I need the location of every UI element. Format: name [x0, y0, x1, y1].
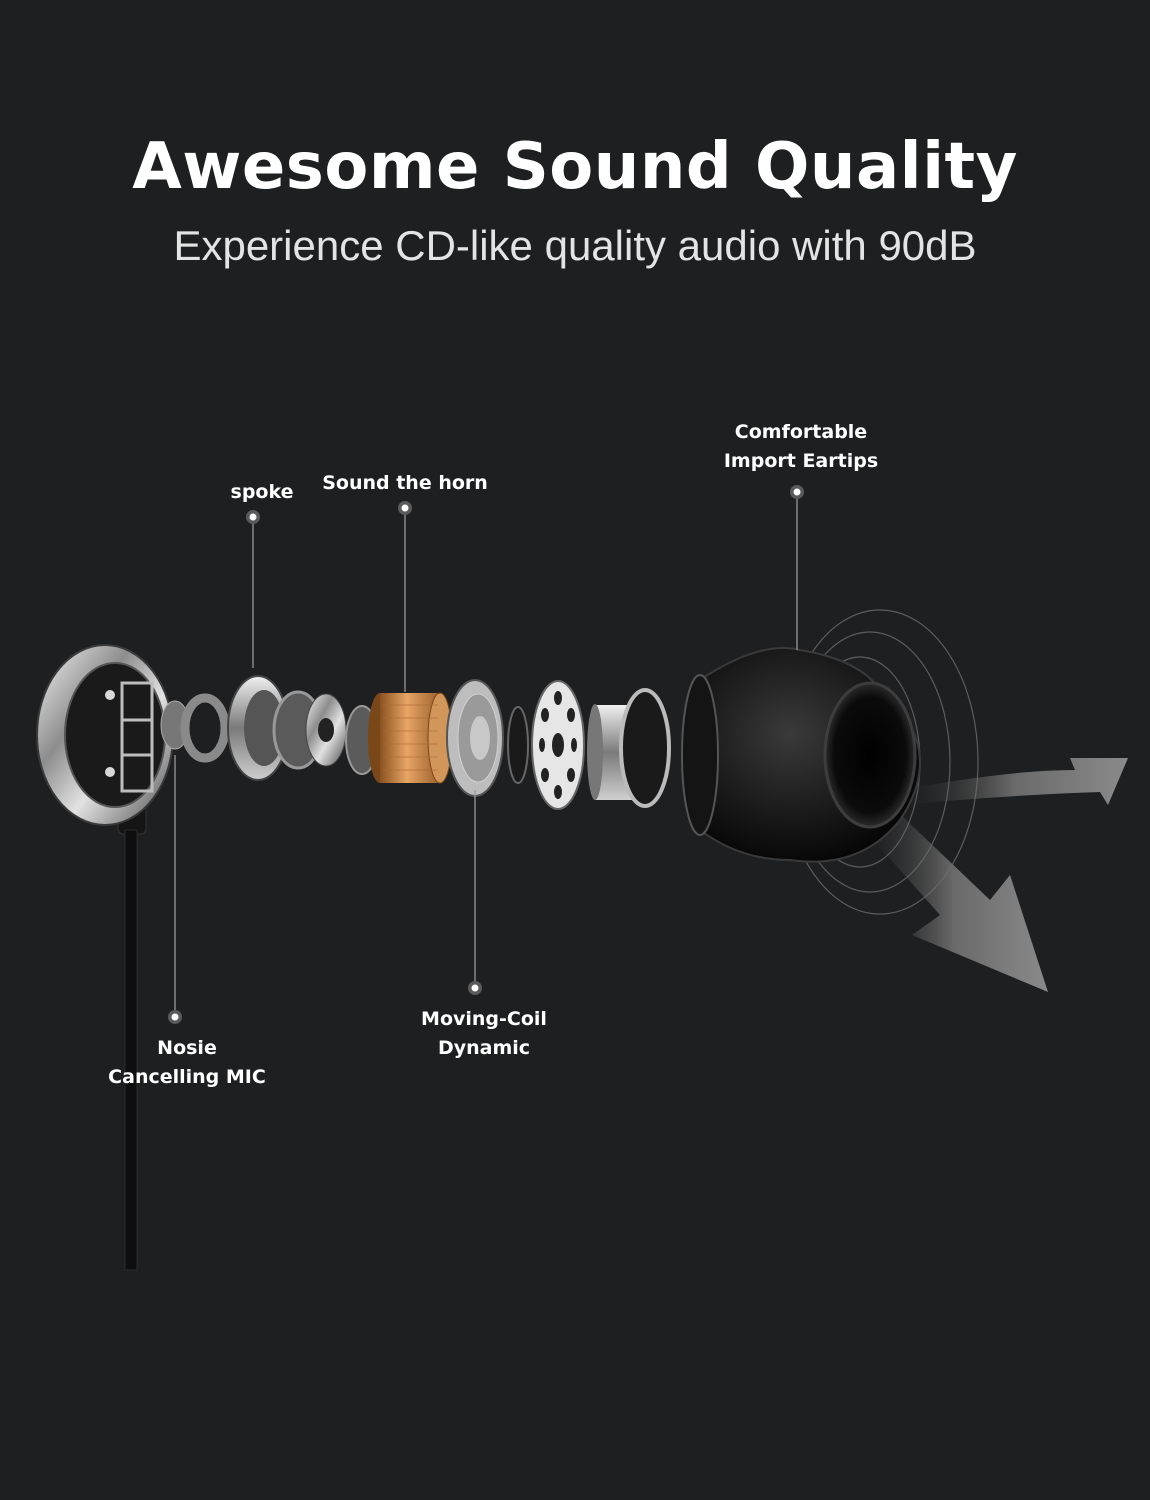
ear-housing [36, 644, 174, 826]
magnet-disc [507, 706, 529, 784]
eartip [681, 647, 921, 863]
mic-label-line2: Cancelling MIC [108, 1066, 266, 1088]
sound-arrow-upper [900, 758, 1128, 805]
eartips-label-line2: Import Eartips [723, 450, 879, 472]
mic-label-line1: Nosie [157, 1037, 217, 1059]
callout-coil-label: Moving-Coil Dynamic [421, 1005, 547, 1063]
callout-spoke-label: spoke [231, 478, 294, 507]
page-title: Awesome Sound Quality [132, 130, 1018, 204]
sound-horn-label-text: Sound the horn [322, 472, 488, 494]
diaphragm [446, 679, 504, 797]
callout-sound-horn-label: Sound the horn [322, 469, 488, 498]
spoke-part [227, 675, 347, 781]
coil-label-line2: Dynamic [437, 1037, 531, 1059]
page-subtitle: Experience CD-like quality audio with 90… [173, 222, 977, 269]
eartips-label-line1: Comfortable [734, 421, 868, 443]
callout-eartips-label: Comfortable Import Eartips [724, 418, 878, 476]
spoke-label-text: spoke [230, 481, 294, 503]
leader-lines [174, 492, 798, 1017]
front-cylinder [587, 688, 671, 808]
callout-mic-label: Nosie Cancelling MIC [108, 1034, 266, 1092]
callout-dots [168, 485, 804, 1024]
sound-arrow-lower [860, 795, 1048, 992]
copper-coil [368, 692, 453, 784]
coil-label-line1: Moving-Coil [421, 1008, 547, 1030]
mic-ring [160, 693, 230, 763]
perforated-plate [531, 680, 585, 810]
